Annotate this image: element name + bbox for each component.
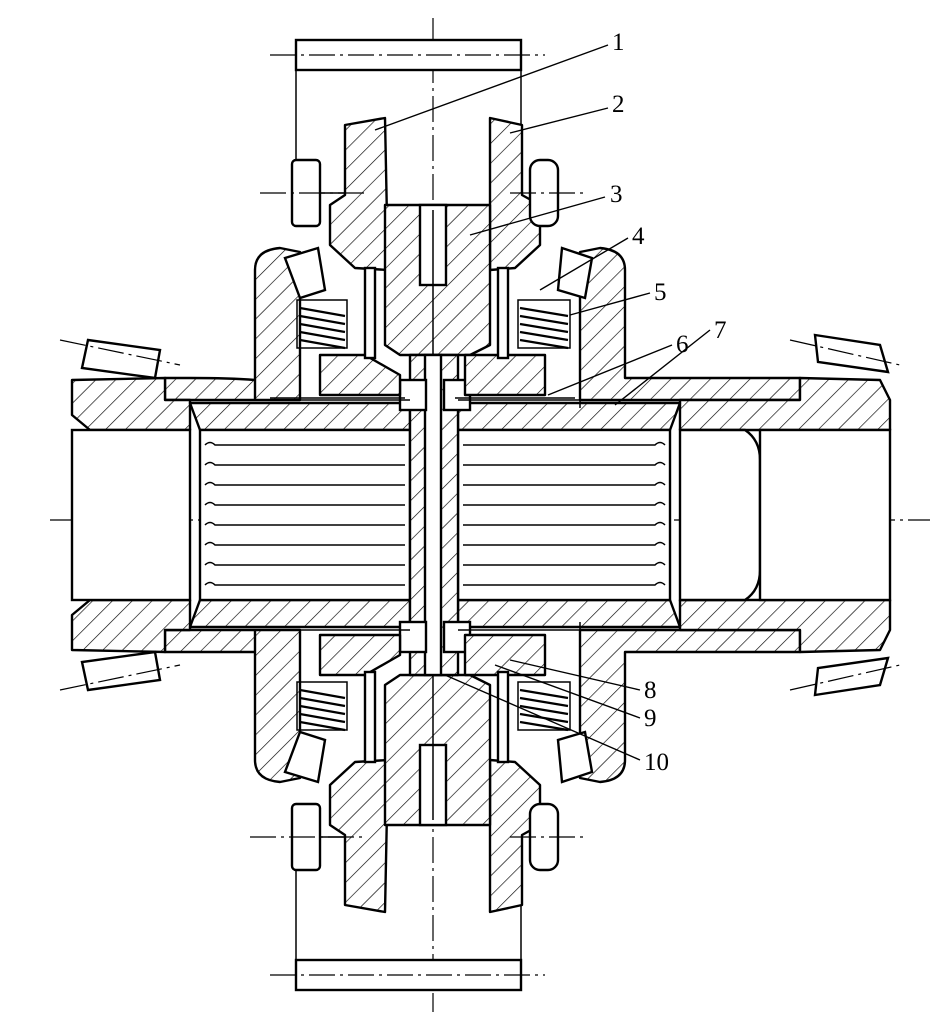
differential-housing (163, 246, 802, 784)
compression-springs (296, 299, 571, 732)
left-axle-hub (70, 376, 192, 654)
callout-2: 2 (612, 91, 625, 118)
right-side-gear (456, 401, 682, 629)
callout-5: 5 (654, 279, 667, 306)
callout-4: 4 (632, 223, 645, 250)
callout-1: 1 (612, 29, 625, 56)
right-axle-hub (678, 376, 892, 654)
pinion-gears (283, 246, 594, 784)
callout-10: 10 (644, 749, 669, 776)
callout-8: 8 (644, 677, 657, 704)
case-left-half (328, 116, 390, 914)
left-side-gear (188, 401, 412, 629)
flange-bolts (250, 158, 585, 872)
inner-bore-lines (255, 397, 630, 631)
leader-lines (374, 44, 711, 761)
clutch-discs (318, 266, 581, 764)
callout-7: 7 (714, 317, 727, 344)
callout-9: 9 (644, 705, 657, 732)
roller-bearings (59, 333, 901, 697)
center-thrust-block (398, 353, 472, 677)
callout-3: 3 (610, 181, 623, 208)
callout-6: 6 (676, 331, 689, 358)
callout-labels: 1 2 3 4 5 6 7 8 9 10 (610, 29, 727, 776)
